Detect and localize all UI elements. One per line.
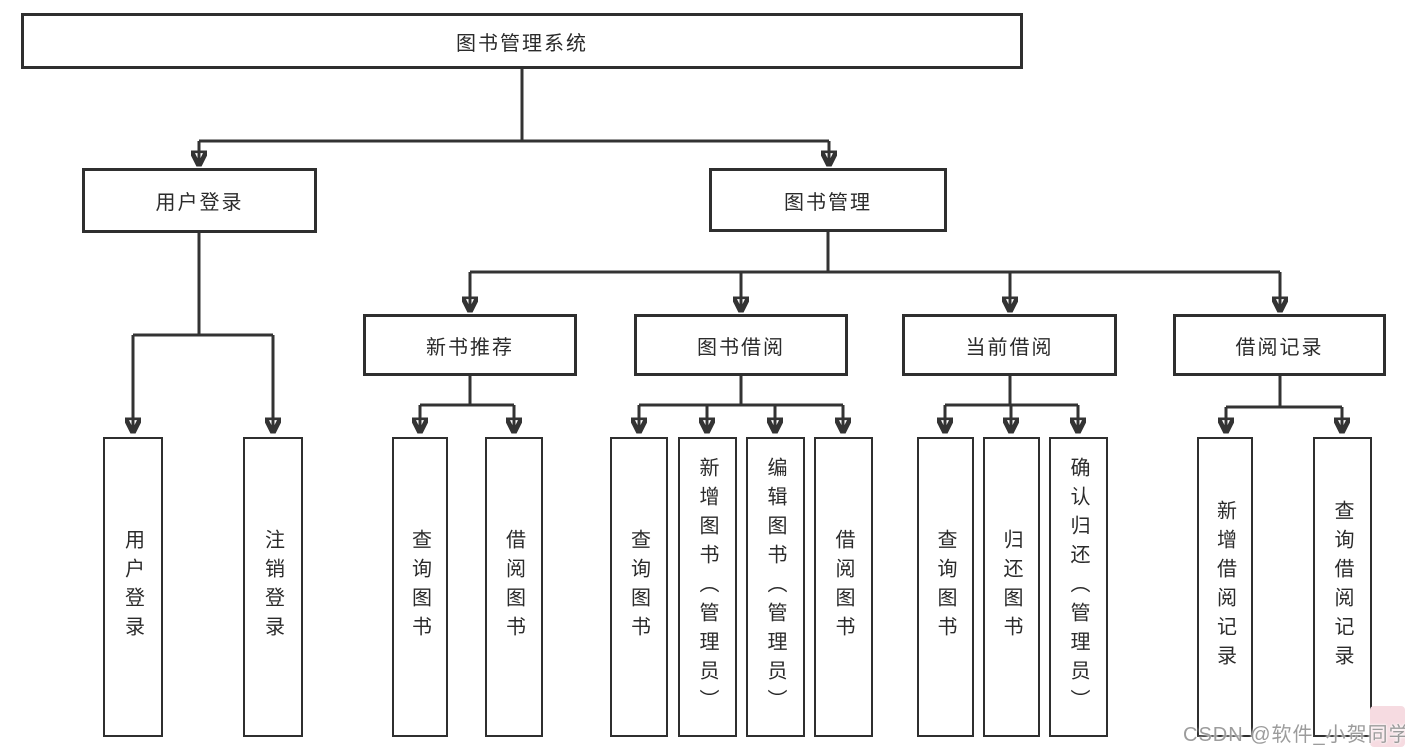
leaf-return-books: 归还图书 [983, 437, 1040, 737]
node-new-book-recommend: 新书推荐 [363, 314, 577, 376]
leaf-query-books-recommend: 查询图书 [392, 437, 448, 737]
leaf-logout: 注销登录 [243, 437, 303, 737]
node-user-login: 用户登录 [82, 168, 317, 233]
node-root: 图书管理系统 [21, 13, 1023, 69]
watermark-accent [1370, 706, 1405, 747]
node-current-borrow: 当前借阅 [902, 314, 1117, 376]
node-borrow-records: 借阅记录 [1173, 314, 1386, 376]
leaf-confirm-return-admin: 确认归还（管理员） [1049, 437, 1108, 737]
leaf-edit-books-admin: 编辑图书（管理员） [746, 437, 805, 737]
leaf-add-borrow-record: 新增借阅记录 [1197, 437, 1253, 737]
leaf-user-login: 用户登录 [103, 437, 163, 737]
leaf-query-books-borrow: 查询图书 [610, 437, 668, 737]
watermark-text: CSDN @软件_小贺同学 [1183, 724, 1405, 746]
leaf-query-books-current: 查询图书 [917, 437, 974, 737]
leaf-add-books-admin: 新增图书（管理员） [678, 437, 737, 737]
node-book-management: 图书管理 [709, 168, 947, 232]
leaf-borrow-books: 借阅图书 [814, 437, 873, 737]
node-book-borrow: 图书借阅 [634, 314, 848, 376]
leaf-borrow-books-recommend: 借阅图书 [485, 437, 543, 737]
leaf-query-borrow-record: 查询借阅记录 [1313, 437, 1372, 737]
